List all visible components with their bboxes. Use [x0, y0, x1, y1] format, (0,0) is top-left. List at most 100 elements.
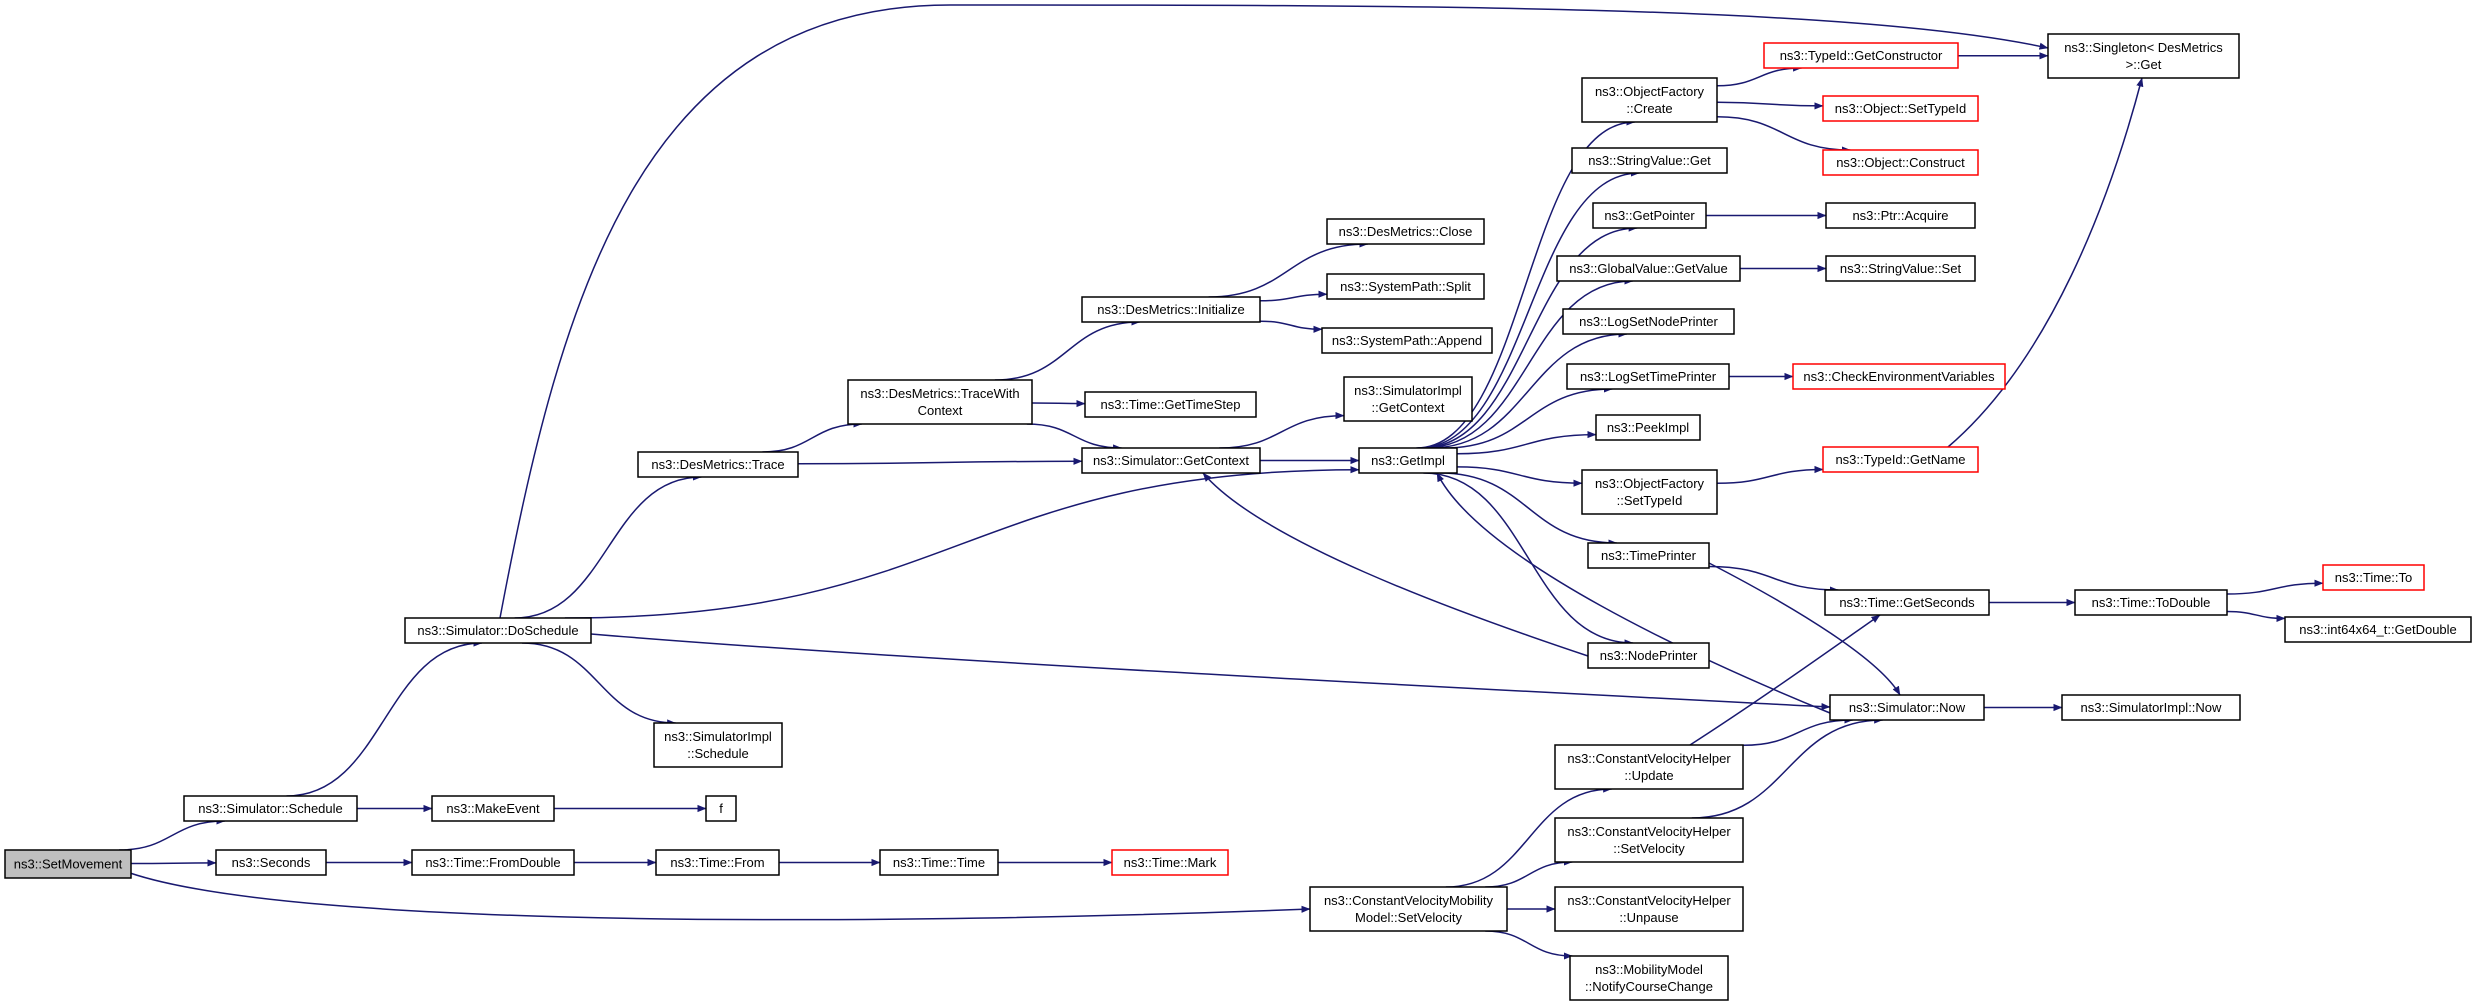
- node-logsettime[interactable]: ns3::LogSetTimePrinter: [1566, 363, 1730, 390]
- node-logsetnode[interactable]: ns3::LogSetNodePrinter: [1562, 308, 1735, 335]
- node-desm_trace[interactable]: ns3::DesMetrics::Trace: [637, 451, 799, 478]
- node-sim_schedule[interactable]: ns3::Simulator::Schedule: [183, 795, 358, 822]
- node-box[interactable]: [1554, 886, 1744, 932]
- node-box[interactable]: [847, 379, 1033, 425]
- node-box[interactable]: [879, 849, 999, 876]
- node-sp_split[interactable]: ns3::SystemPath::Split: [1326, 273, 1485, 300]
- node-box[interactable]: [1571, 147, 1728, 174]
- node-cvmm_setvel[interactable]: ns3::ConstantVelocityMobilityModel::SetV…: [1309, 886, 1508, 932]
- node-gv_getvalue[interactable]: ns3::GlobalValue::GetValue: [1556, 255, 1741, 282]
- node-box[interactable]: [2322, 564, 2425, 591]
- node-box[interactable]: [1081, 447, 1261, 474]
- node-typeid_getctor[interactable]: ns3::TypeId::GetConstructor: [1763, 42, 1959, 69]
- node-box[interactable]: [1581, 469, 1718, 515]
- node-desm_init[interactable]: ns3::DesMetrics::Initialize: [1081, 296, 1261, 323]
- node-cvh_unpause[interactable]: ns3::ConstantVelocityHelper::Unpause: [1554, 886, 1744, 932]
- node-sim_now[interactable]: ns3::Simulator::Now: [1829, 694, 1985, 721]
- node-box[interactable]: [2284, 616, 2472, 643]
- node-f[interactable]: f: [705, 795, 737, 822]
- node-simimpl_schedule[interactable]: ns3::SimulatorImpl::Schedule: [653, 722, 783, 768]
- node-sv_set[interactable]: ns3::StringValue::Set: [1825, 255, 1976, 282]
- node-box[interactable]: [183, 795, 358, 822]
- node-box[interactable]: [1326, 273, 1485, 300]
- node-time_gettimestep[interactable]: ns3::Time::GetTimeStep: [1084, 391, 1257, 418]
- node-box[interactable]: [431, 795, 555, 822]
- node-time_time[interactable]: ns3::Time::Time: [879, 849, 999, 876]
- node-getpointer[interactable]: ns3::GetPointer: [1592, 202, 1707, 229]
- node-makeevent[interactable]: ns3::MakeEvent: [431, 795, 555, 822]
- node-box[interactable]: [1111, 849, 1229, 876]
- node-box[interactable]: [1822, 95, 1979, 122]
- node-box[interactable]: [1554, 744, 1744, 790]
- node-of_create[interactable]: ns3::ObjectFactory::Create: [1581, 77, 1718, 123]
- node-checkenv[interactable]: ns3::CheckEnvironmentVariables: [1792, 363, 2006, 390]
- node-box[interactable]: [1587, 542, 1710, 569]
- node-time_from[interactable]: ns3::Time::From: [655, 849, 780, 876]
- node-obj_settypeid[interactable]: ns3::Object::SetTypeId: [1822, 95, 1979, 122]
- node-simimpl_getcontext[interactable]: ns3::SimulatorImpl::GetContext: [1343, 376, 1473, 422]
- node-time_fromdouble[interactable]: ns3::Time::FromDouble: [411, 849, 575, 876]
- node-nodeprinter[interactable]: ns3::NodePrinter: [1587, 642, 1710, 669]
- node-box[interactable]: [4, 849, 132, 879]
- node-box[interactable]: [1792, 363, 2006, 390]
- node-box[interactable]: [404, 617, 592, 644]
- node-sv_get[interactable]: ns3::StringValue::Get: [1571, 147, 1728, 174]
- node-int64_getdouble[interactable]: ns3::int64x64_t::GetDouble: [2284, 616, 2472, 643]
- node-box[interactable]: [2074, 589, 2228, 616]
- node-box[interactable]: [1562, 308, 1735, 335]
- node-time_getseconds[interactable]: ns3::Time::GetSeconds: [1824, 589, 1990, 616]
- node-sim_getcontext[interactable]: ns3::Simulator::GetContext: [1081, 447, 1261, 474]
- node-box[interactable]: [1326, 218, 1485, 245]
- node-cvh_setvel[interactable]: ns3::ConstantVelocityHelper::SetVelocity: [1554, 817, 1744, 863]
- node-box[interactable]: [411, 849, 575, 876]
- node-box[interactable]: [1763, 42, 1959, 69]
- node-time_todouble[interactable]: ns3::Time::ToDouble: [2074, 589, 2228, 616]
- node-desm_close[interactable]: ns3::DesMetrics::Close: [1326, 218, 1485, 245]
- node-simimpl_now[interactable]: ns3::SimulatorImpl::Now: [2061, 694, 2241, 721]
- node-sim_doschedule[interactable]: ns3::Simulator::DoSchedule: [404, 617, 592, 644]
- node-box[interactable]: [1321, 327, 1493, 354]
- node-box[interactable]: [1343, 376, 1473, 422]
- node-peekimpl[interactable]: ns3::PeekImpl: [1595, 414, 1701, 441]
- node-box[interactable]: [1592, 202, 1707, 229]
- node-time_to[interactable]: ns3::Time::To: [2322, 564, 2425, 591]
- node-typeid_getname[interactable]: ns3::TypeId::GetName: [1822, 446, 1979, 473]
- node-box[interactable]: [1556, 255, 1741, 282]
- node-box[interactable]: [1084, 391, 1257, 418]
- node-box[interactable]: [2047, 33, 2240, 79]
- node-box[interactable]: [1825, 255, 1976, 282]
- node-box[interactable]: [653, 722, 783, 768]
- node-seconds[interactable]: ns3::Seconds: [215, 849, 327, 876]
- node-box[interactable]: [1554, 817, 1744, 863]
- node-sp_append[interactable]: ns3::SystemPath::Append: [1321, 327, 1493, 354]
- node-box[interactable]: [1569, 955, 1729, 1001]
- node-box[interactable]: [637, 451, 799, 478]
- node-box[interactable]: [1358, 447, 1458, 474]
- node-box[interactable]: [1081, 296, 1261, 323]
- node-box[interactable]: [1566, 363, 1730, 390]
- node-setmovement[interactable]: ns3::SetMovement: [4, 849, 132, 879]
- node-ptr_acquire[interactable]: ns3::Ptr::Acquire: [1825, 202, 1976, 229]
- node-box[interactable]: [1824, 589, 1990, 616]
- node-mm_notify[interactable]: ns3::MobilityModel::NotifyCourseChange: [1569, 955, 1729, 1001]
- node-obj_construct[interactable]: ns3::Object::Construct: [1822, 149, 1979, 176]
- node-box[interactable]: [1309, 886, 1508, 932]
- node-box[interactable]: [1829, 694, 1985, 721]
- node-box[interactable]: [655, 849, 780, 876]
- node-box[interactable]: [705, 795, 737, 822]
- node-box[interactable]: [2061, 694, 2241, 721]
- node-of_settypeid[interactable]: ns3::ObjectFactory::SetTypeId: [1581, 469, 1718, 515]
- node-timeprinter[interactable]: ns3::TimePrinter: [1587, 542, 1710, 569]
- node-box[interactable]: [1822, 446, 1979, 473]
- node-box[interactable]: [215, 849, 327, 876]
- node-time_mark[interactable]: ns3::Time::Mark: [1111, 849, 1229, 876]
- node-box[interactable]: [1595, 414, 1701, 441]
- node-getimpl[interactable]: ns3::GetImpl: [1358, 447, 1458, 474]
- node-cvh_update[interactable]: ns3::ConstantVelocityHelper::Update: [1554, 744, 1744, 790]
- node-box[interactable]: [1581, 77, 1718, 123]
- node-singleton_get[interactable]: ns3::Singleton< DesMetrics >::Get: [2047, 33, 2240, 79]
- node-box[interactable]: [1587, 642, 1710, 669]
- node-box[interactable]: [1822, 149, 1979, 176]
- node-box[interactable]: [1825, 202, 1976, 229]
